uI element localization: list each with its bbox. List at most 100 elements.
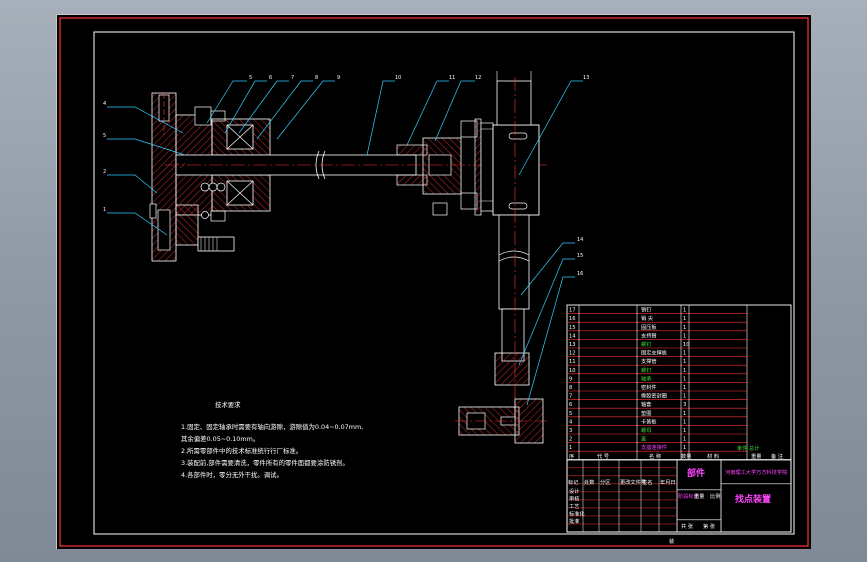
parts-row-name: 销 尖 — [641, 314, 653, 322]
parts-header-material: 材 料 — [707, 452, 719, 460]
balloon-label: 13 — [583, 75, 589, 81]
leader-lines — [107, 80, 583, 406]
parts-row-name: 卡簧板 — [641, 417, 657, 425]
tech-req-line: 1.固定、固定轴承时需要有轴向游隙，游隙值为0.04~0.07mm, — [181, 422, 363, 431]
tech-req-title: 技术要求 — [215, 400, 241, 409]
parts-row-name: 固定支撑板 — [641, 349, 668, 357]
balloon-label: 15 — [577, 253, 583, 259]
parts-row-number: 6 — [569, 402, 572, 408]
outer-frame — [59, 17, 809, 547]
parts-row-qty: 1 — [683, 368, 686, 374]
support-bracket — [474, 118, 540, 216]
parts-header-qty: 数量 — [681, 452, 691, 460]
balloon-label: 11 — [449, 75, 455, 81]
parts-row-number: 2 — [569, 437, 572, 443]
parts-row-qty: 1 — [683, 411, 686, 417]
title-bottom-label: 装 — [669, 537, 674, 545]
title-row-label: 处数 — [584, 478, 595, 486]
parts-row-name: 支持臂 — [641, 331, 657, 339]
title-row-label: 签名 — [642, 478, 652, 486]
parts-row-qty: 1 — [683, 325, 686, 331]
parts-row-name: 螺钉 — [641, 340, 651, 348]
parts-row-qty: 1 — [683, 316, 686, 322]
balloon-label: 16 — [577, 271, 583, 277]
parts-row-name: 轴承 — [641, 374, 652, 382]
title-school: 河南理工大学万方科技学院 — [725, 468, 788, 476]
balloon-label: 5 — [103, 133, 106, 139]
parts-header-no: 序 — [569, 452, 574, 460]
title-row-label: 更改文件号 — [620, 478, 646, 486]
title-stage-label: 阶段标记 — [678, 492, 699, 500]
title-block: 标记处数分区更改文件号签名年月日设计审核工艺标准化批准部件河南理工大学万方科技学… — [566, 459, 792, 533]
title-sheet-label: 共 张 — [681, 522, 694, 530]
tech-req-line: 其余偏差0.05~0.10mm。 — [181, 434, 259, 443]
balloon-label: 5 — [249, 75, 252, 81]
parts-row-name: 轴套 — [641, 400, 652, 408]
balloon-label: 1 — [103, 207, 106, 213]
balloon-label: 14 — [577, 237, 583, 243]
parts-row-number: 7 — [569, 394, 572, 400]
balloon-label: 4 — [103, 101, 106, 107]
parts-row-name: 支座连接件 — [641, 443, 667, 451]
parts-row-qty: 1 — [683, 385, 686, 391]
parts-row-qty: 1 — [683, 445, 686, 451]
parts-row-name: 螺钉 — [641, 366, 651, 374]
balloon-label: 8 — [315, 75, 318, 81]
parts-row-name: 橡胶密封圈 — [641, 392, 667, 400]
tech-req-line: 3.装配前,部件需要清洗，零件所有的零件面都要涂防锈剂。 — [181, 458, 349, 467]
parts-row-number: 8 — [569, 385, 572, 391]
parts-header-code: 代 号 — [597, 452, 609, 460]
parts-row-qty: 1 — [683, 351, 686, 357]
parts-row-number: 16 — [569, 316, 576, 322]
parts-row-name: 盖 — [641, 435, 646, 443]
parts-row-qty: 1 — [683, 308, 686, 314]
parts-row-qty: 10 — [683, 342, 690, 348]
parts-row-number: 11 — [569, 359, 576, 365]
drawing-sheet: 4 5 2 1 5 6 7 8 9 10 11 12 13 14 15 16 技… — [56, 14, 811, 549]
balloon-label: 7 — [291, 75, 294, 81]
title-stage-label: 比例 — [710, 492, 720, 500]
parts-row-number: 9 — [569, 376, 572, 382]
vertical-arm — [494, 71, 532, 415]
probe-head — [455, 398, 549, 444]
title-row-label: 分区 — [600, 478, 610, 486]
balloon-label: 6 — [269, 75, 272, 81]
parts-header-total: 重量 — [751, 452, 761, 460]
tech-req-line: 2.所需零部件中的技术标准统行行厂标准。 — [181, 446, 302, 455]
title-role-label: 标准化 — [569, 510, 585, 518]
parts-row-number: 1 — [569, 445, 572, 451]
tech-req-line: 4.各部件时，零分无外干扰。调试。 — [181, 470, 283, 479]
balloon-label: 2 — [103, 169, 106, 175]
balloon-label: 10 — [395, 75, 401, 81]
parts-row-qty: 1 — [683, 376, 686, 382]
parts-row-number: 3 — [569, 428, 572, 434]
parts-header-unit-weight: 单件 总计 — [737, 444, 759, 452]
parts-row-qty: 1 — [683, 428, 686, 434]
parts-row-qty: 1 — [683, 419, 686, 425]
balloon-label: 12 — [475, 75, 481, 81]
technical-requirements: 技术要求 1.固定、固定轴承时需要有轴向游隙，游隙值为0.04~0.07mm, … — [181, 400, 363, 479]
title-block-border — [566, 459, 792, 533]
parts-row-qty: 1 — [683, 359, 686, 365]
parts-row-qty: 1 — [683, 333, 686, 339]
parts-row-number: 10 — [569, 368, 576, 374]
parts-row-name: 螺母 — [641, 426, 651, 434]
parts-row-number: 12 — [569, 351, 576, 357]
title-role-label: 设计 — [569, 487, 579, 495]
parts-row-number: 17 — [569, 308, 576, 314]
title-drawing-name: 找点装置 — [735, 493, 771, 505]
title-role-label: 审核 — [569, 494, 579, 502]
parts-row-number: 4 — [569, 419, 573, 425]
title-row-label: 年月日 — [660, 478, 676, 486]
parts-row-qty: 1 — [683, 394, 686, 400]
title-role-label: 工艺 — [569, 503, 579, 510]
parts-header-remark: 备 注 — [771, 452, 783, 460]
parts-row-name: 销钉 — [641, 306, 651, 314]
parts-row-name: 支撑管 — [641, 357, 657, 365]
parts-header-name: 名 称 — [649, 452, 661, 460]
parts-row-name: 垫圈 — [641, 409, 651, 417]
title-part-label: 部件 — [687, 467, 705, 479]
title-row-label: 标记 — [568, 478, 578, 486]
